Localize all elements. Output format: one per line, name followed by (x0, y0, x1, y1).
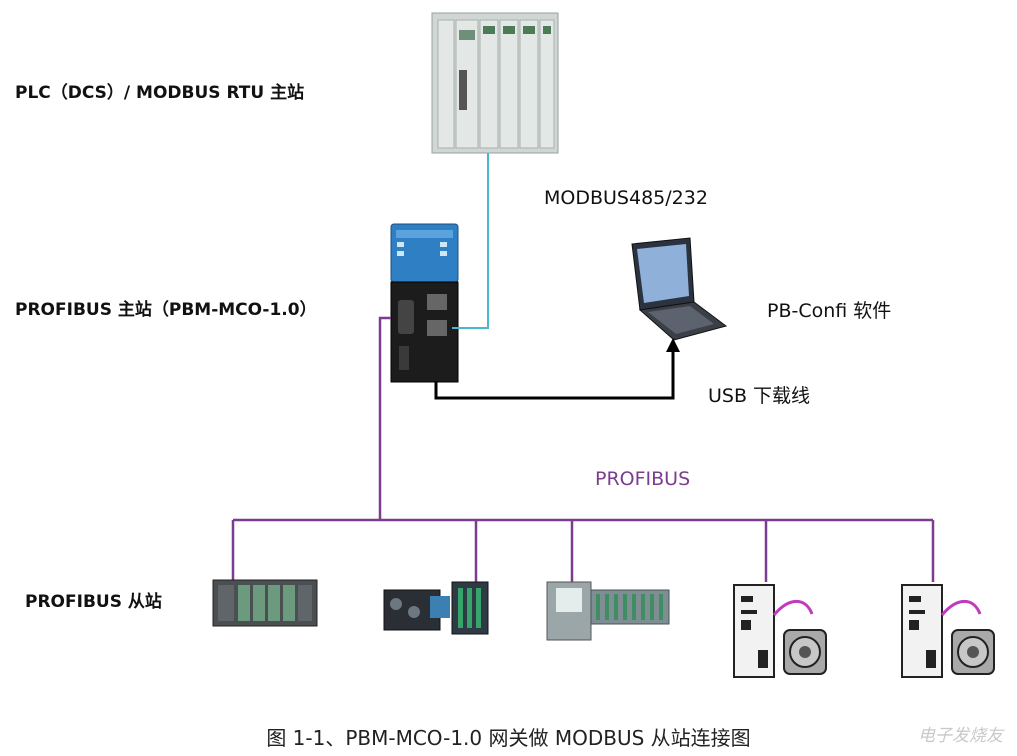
usb-cable-line (434, 348, 675, 400)
slave-io-module-image (383, 581, 489, 635)
usb-arrowhead (666, 338, 680, 352)
modbus-link-label: MODBUS485/232 (544, 187, 708, 209)
plc-master-label: PLC（DCS）/ MODBUS RTU 主站 (15, 83, 305, 103)
pb-confi-label: PB-Confi 软件 (767, 300, 892, 322)
usb-label: USB 下载线 (708, 385, 811, 407)
gateway-device-image (390, 223, 459, 383)
slave-drive-motor-image-2 (901, 584, 995, 678)
profibus-master-drop-line (378, 316, 391, 520)
profibus-slave-label: PROFIBUS 从站 (25, 592, 162, 612)
slave-et200-image (546, 581, 670, 641)
profibus-bus-label: PROFIBUS (595, 468, 691, 490)
figure-caption: 图 1-1、PBM-MCO-1.0 网关做 MODBUS 从站连接图 (266, 726, 751, 750)
plc-rack-image (431, 12, 559, 154)
profibus-master-label: PROFIBUS 主站（PBM-MCO-1.0） (15, 300, 317, 320)
laptop-image (631, 237, 728, 341)
slave-plc-rack-image (212, 579, 318, 627)
slave-drive-motor-image-1 (733, 584, 827, 678)
watermark-logo: 电子发烧友 (918, 726, 1003, 746)
modbus-cable-line (452, 153, 489, 329)
